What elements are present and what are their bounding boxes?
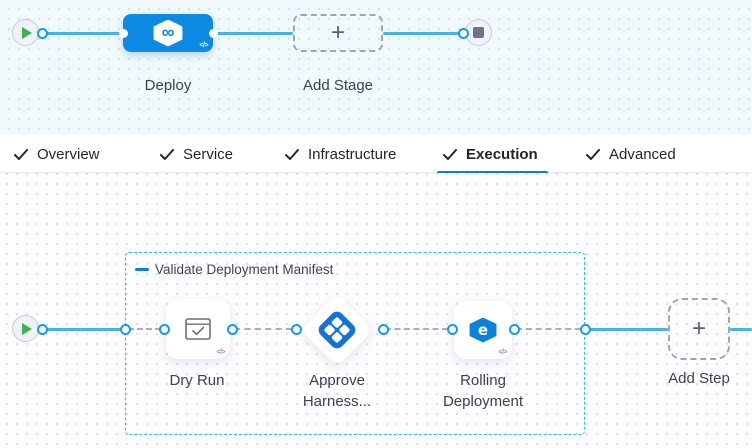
- check-icon: [285, 148, 299, 160]
- wire-group-to-addstep: [588, 327, 668, 331]
- stage-config-tabbar: Overview Service Infrastructure Executio…: [0, 135, 752, 174]
- tab-service[interactable]: Service: [160, 135, 233, 173]
- tab-label: Infrastructure: [308, 145, 397, 163]
- tab-label: Overview: [37, 145, 100, 163]
- plus-icon: +: [330, 19, 345, 46]
- wire-addstage-to-end: [383, 31, 461, 35]
- infinity-glyph: ∞: [161, 22, 175, 42]
- wire-dryrun-to-approve: [234, 328, 292, 330]
- wire-rolling-to-group-edge: [516, 328, 581, 330]
- dryrun-in-port[interactable]: [158, 323, 170, 335]
- group-out-port[interactable]: [579, 323, 591, 335]
- add-stage-label: Add Stage: [302, 77, 374, 94]
- tab-label: Advanced: [609, 145, 676, 163]
- harness-cd-icon: ∞: [153, 19, 183, 47]
- approve-in-port[interactable]: [290, 323, 302, 335]
- group-in-port[interactable]: [119, 323, 131, 335]
- wire-start-to-group: [45, 327, 125, 331]
- wire-addstep-to-edge: [730, 327, 752, 331]
- wire-deploy-to-addstage: [213, 31, 293, 35]
- step-label-approve: Approve Harness...: [302, 372, 372, 410]
- play-icon: [22, 322, 32, 335]
- dry-run-checklist-icon: [185, 318, 211, 340]
- dryrun-out-port[interactable]: [226, 323, 238, 335]
- rolling-deployment-icon: e: [469, 317, 497, 343]
- execution-canvas[interactable]: Validate Deployment Manifest </>: [0, 173, 752, 448]
- plus-icon: +: [691, 315, 706, 342]
- tab-infrastructure[interactable]: Infrastructure: [285, 135, 396, 173]
- tab-advanced[interactable]: Advanced: [586, 135, 676, 173]
- check-icon: [14, 148, 28, 160]
- stage-canvas[interactable]: ∞ </> + Deploy Add Stage: [0, 0, 752, 135]
- yaml-code-badge[interactable]: </>: [199, 42, 208, 49]
- check-icon: [160, 148, 174, 160]
- yaml-code-badge[interactable]: </>: [216, 349, 225, 356]
- stage-left-port[interactable]: [118, 28, 128, 38]
- stage-node-deploy[interactable]: ∞ </>: [118, 14, 218, 52]
- step-dry-run[interactable]: </>: [166, 299, 230, 359]
- execution-start-node[interactable]: [12, 315, 39, 342]
- yaml-code-badge[interactable]: </>: [498, 349, 507, 356]
- add-stage-button[interactable]: +: [293, 14, 383, 52]
- approve-out-port[interactable]: [377, 323, 389, 335]
- step-rolling-deployment[interactable]: e </>: [454, 301, 512, 359]
- stage-label: Deploy: [144, 77, 192, 94]
- collapse-group-icon[interactable]: [135, 268, 149, 271]
- step-group-validate-deployment-manifest[interactable]: [125, 252, 585, 435]
- tab-label: Service: [183, 145, 234, 163]
- tab-overview[interactable]: Overview: [14, 135, 100, 173]
- stop-icon: [473, 27, 484, 38]
- wire-approve-to-rolling: [385, 328, 448, 330]
- wire-start-to-deploy: [45, 31, 123, 35]
- step-label-rolling: Rolling Deployment: [442, 372, 524, 410]
- tab-label: Execution: [466, 145, 538, 163]
- rolling-in-port[interactable]: [446, 323, 458, 335]
- pipeline-start-node[interactable]: [12, 19, 39, 46]
- stage-right-port[interactable]: [208, 28, 218, 38]
- end-in-port[interactable]: [458, 27, 469, 39]
- step-group-title: Validate Deployment Manifest: [155, 262, 334, 277]
- step-group-header[interactable]: Validate Deployment Manifest: [135, 262, 333, 277]
- play-icon: [22, 26, 32, 39]
- exec-start-out-port[interactable]: [37, 323, 48, 335]
- rolling-glyph: e: [477, 320, 489, 339]
- add-step-button[interactable]: +: [668, 298, 730, 360]
- wire-group-to-dryrun: [128, 328, 161, 330]
- tab-execution[interactable]: Execution: [437, 135, 548, 174]
- rolling-out-port[interactable]: [508, 323, 520, 335]
- start-out-port[interactable]: [37, 27, 48, 39]
- check-icon: [443, 148, 457, 160]
- check-icon: [586, 148, 600, 160]
- add-step-label: Add Step: [668, 370, 730, 387]
- step-label-dry-run: Dry Run: [169, 372, 225, 389]
- pipeline-end-node[interactable]: [465, 19, 492, 46]
